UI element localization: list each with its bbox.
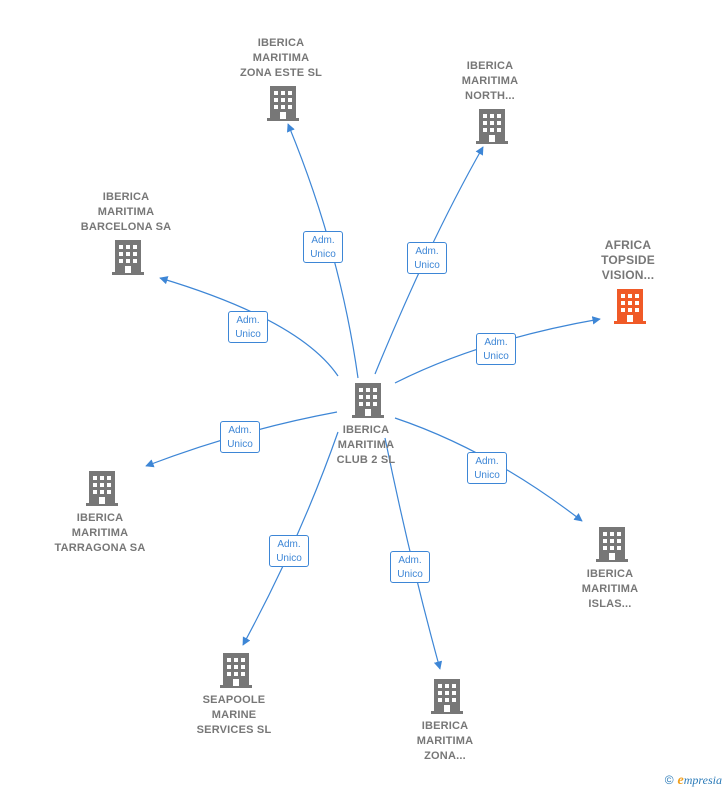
company-label-africa[interactable]: AFRICA TOPSIDE VISION...	[601, 238, 655, 282]
company-label-barcelona[interactable]: IBERICA MARITIMA BARCELONA SA	[80, 191, 172, 233]
edge-role-badge-africa: Adm. Unico	[476, 333, 516, 365]
center-company-label[interactable]: IBERICA MARITIMA CLUB 2 SL	[336, 424, 396, 466]
center-company-building-icon[interactable]	[352, 383, 384, 418]
company-building-icon-zona-este[interactable]	[267, 86, 299, 121]
empresia-logo: ©empresia	[664, 773, 722, 788]
copyright-symbol: ©	[664, 773, 674, 787]
edge-role-badge-zona: Adm. Unico	[390, 551, 430, 583]
company-building-icon-tarragona[interactable]	[86, 471, 118, 506]
company-label-north[interactable]: IBERICA MARITIMA NORTH...	[461, 60, 519, 102]
edge-role-badge-north: Adm. Unico	[407, 242, 447, 274]
edge-role-badge-tarragona: Adm. Unico	[220, 421, 260, 453]
company-label-tarragona[interactable]: IBERICA MARITIMA TARRAGONA SA	[54, 512, 146, 554]
company-label-islas[interactable]: IBERICA MARITIMA ISLAS...	[581, 568, 639, 610]
company-building-icon-north[interactable]	[476, 109, 508, 144]
edge-role-badge-islas: Adm. Unico	[467, 452, 507, 484]
company-building-icon-africa[interactable]	[614, 289, 646, 324]
company-label-zona[interactable]: IBERICA MARITIMA ZONA...	[416, 720, 474, 762]
company-building-icon-barcelona[interactable]	[112, 240, 144, 275]
company-label-seapoole[interactable]: SEAPOOLE MARINE SERVICES SL	[196, 694, 272, 736]
company-building-icon-seapoole[interactable]	[220, 653, 252, 688]
edge-barcelona	[159, 276, 339, 377]
company-building-icon-zona[interactable]	[431, 679, 463, 714]
edge-role-badge-zona-este: Adm. Unico	[303, 231, 343, 263]
company-building-icon-islas[interactable]	[596, 527, 628, 562]
edge-role-badge-seapoole: Adm. Unico	[269, 535, 309, 567]
edge-role-badge-barcelona: Adm. Unico	[228, 311, 268, 343]
company-label-zona-este[interactable]: IBERICA MARITIMA ZONA ESTE SL	[239, 37, 323, 79]
